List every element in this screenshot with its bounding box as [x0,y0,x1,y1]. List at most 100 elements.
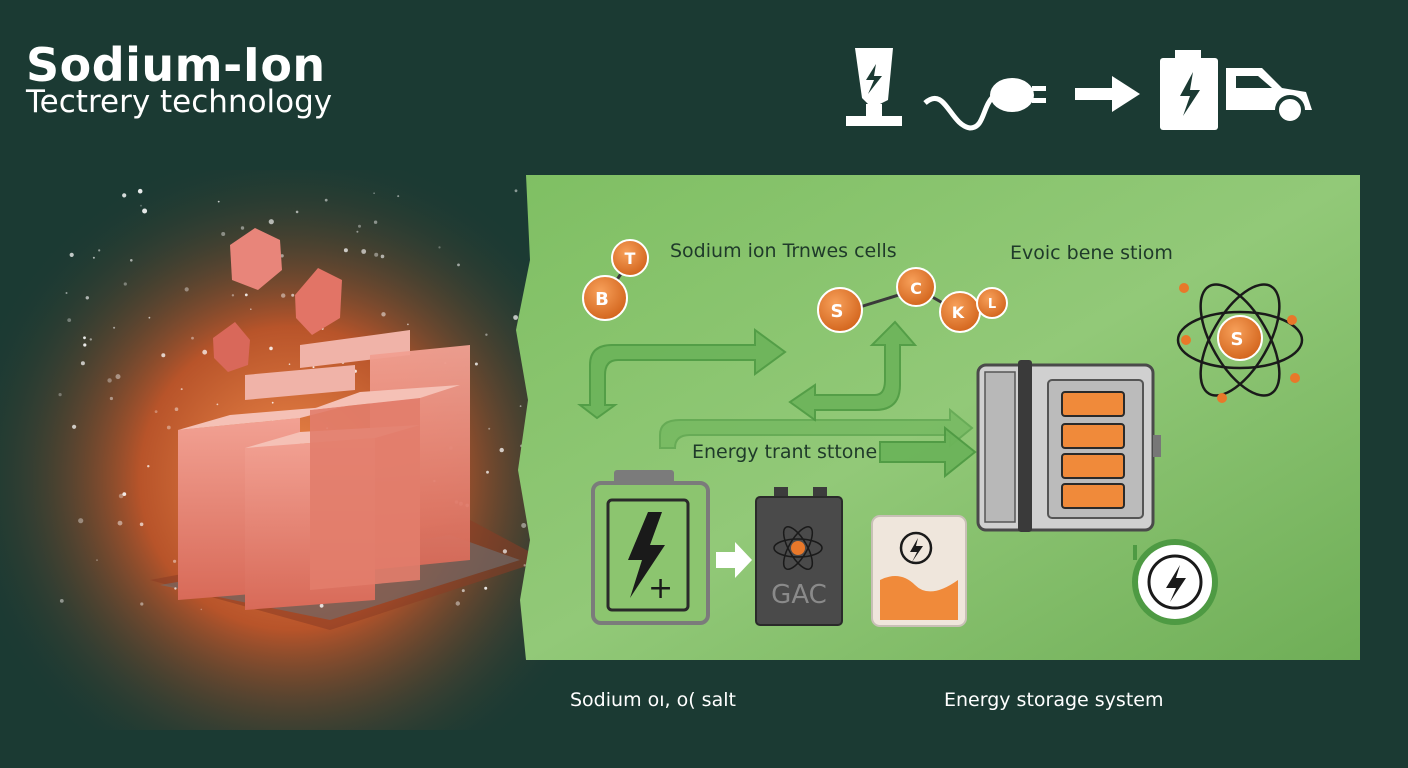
sparkle [250,308,252,311]
sparkle [139,522,144,527]
page-subtitle: Tectrery technology [26,84,333,120]
sparkle [83,343,87,347]
sparkle [291,293,295,297]
sparkle [407,323,409,326]
page-title: Sodium-Ion [26,38,326,92]
sparkle [269,346,273,351]
sparkle [244,293,248,297]
sparkle [83,336,86,340]
node-b [582,275,628,321]
sparkle [499,447,504,453]
sparkle [115,374,121,380]
sparkle [122,193,127,198]
sparkle [180,388,183,391]
node-s [817,287,863,333]
sparkle [113,326,116,329]
sparkle [397,195,400,198]
sparkle [295,210,299,214]
sparkle [98,249,101,252]
sparkle [474,362,478,366]
sparkle [381,312,386,317]
sparkle [280,254,284,258]
sparkle [523,564,526,567]
sparkle [80,361,85,366]
sparkle [148,316,151,319]
sparkle [288,363,291,366]
sparkle [312,366,315,369]
sparkle [486,470,489,474]
sparkle [221,232,226,236]
sparkle [461,589,465,593]
salt-blocks [178,330,470,610]
flow-arrows [577,320,977,578]
node-s-label: S [831,301,844,322]
storage-label: Energy storage system [944,689,1164,711]
sparkle [200,608,203,611]
svg-text:+: + [648,571,673,606]
node-t [611,239,649,277]
sparkle [161,353,166,358]
node-l [976,287,1008,319]
sparkle [356,230,359,233]
sparkle [85,296,90,300]
sparkle [191,336,194,340]
node-c-label: C [910,279,922,298]
transfer-label: Energy trant sttone [692,441,878,463]
atom-s-label: S [1231,329,1244,350]
sparkle [140,204,142,207]
node-k-label: K [952,303,965,322]
battery-icon [1160,50,1218,130]
sparkle [89,338,93,341]
arrow-right-icon [1075,76,1140,112]
node-l-label: L [988,297,996,312]
sparkle [374,252,379,257]
sparkle [78,518,84,524]
sparkle [122,492,127,496]
power-output-icon [1132,539,1218,625]
sparkle [166,425,171,430]
sparkle [373,220,378,224]
sparkle [217,200,220,203]
sparkle [59,599,64,603]
sparkle [92,256,95,259]
sparkle [142,208,148,214]
sparkle [140,602,144,606]
gac-label: GAC [771,580,827,610]
plug-icon [923,78,1046,131]
sparkle [519,405,522,407]
sparkle [174,407,179,412]
sparkle [96,559,98,561]
sparkle [343,248,348,253]
process-panel [516,175,1360,660]
node-b-label: B [595,289,609,310]
sparkle [488,427,491,430]
sparkle [137,188,143,194]
sparkle [373,192,375,194]
sparkle [521,523,527,528]
cells-label: Sodium ion Trnwes cells [670,240,897,262]
node-t-label: T [625,249,636,268]
atom-icon [1176,283,1304,403]
sparkle [484,586,488,590]
sparkle [268,219,274,225]
molecule-nodes [582,239,1008,333]
sparkle [281,293,286,298]
sparkle [240,226,245,230]
sparkle [457,263,460,267]
sparkle [69,252,74,257]
sparkle [174,587,177,590]
sparkle [184,287,189,292]
sparkle [117,520,123,526]
sparkle [202,349,208,355]
sparkle [118,493,124,499]
sparkle [154,410,158,413]
sparkle [72,424,77,429]
storage-system-icon [976,360,1161,532]
sparkle [67,318,72,322]
sparkle [147,465,150,468]
sparkle [231,294,235,297]
battery-cell-icon: + [591,470,710,625]
salt-label: Sodium oı, o( salt [570,689,736,711]
sparkle [361,249,367,254]
